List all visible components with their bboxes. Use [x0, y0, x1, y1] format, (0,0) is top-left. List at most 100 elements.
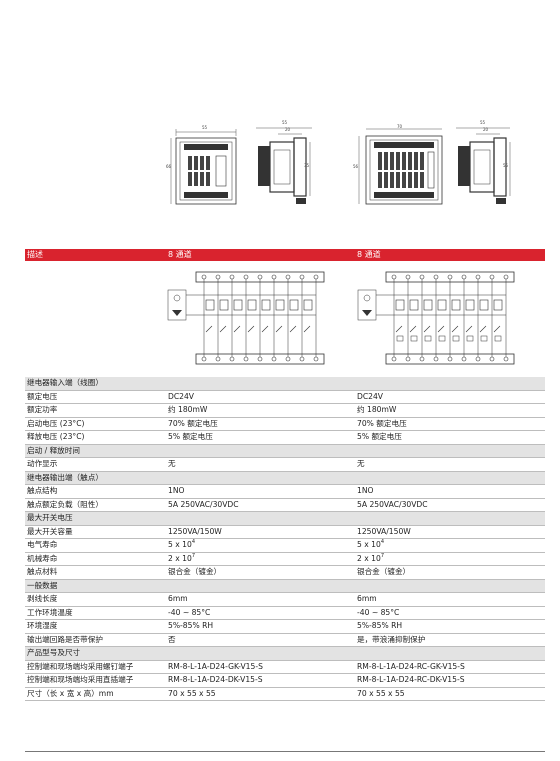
row-label: 额定功率 [27, 405, 58, 414]
wiring-diagram-b [357, 271, 515, 365]
row-label: 输出端回路是否带保护 [27, 634, 103, 644]
value-channel-a: 1NO [168, 486, 185, 495]
value-channel-b: 银合金（镀金） [357, 567, 411, 576]
left-side-view-drawing [256, 127, 312, 204]
value-channel-a: RM-8-L-1A-D24-DK-V15-S [168, 675, 263, 684]
table-row: 环境湿度 5%-85% RH 5%-85% RH [25, 620, 545, 634]
value-channel-b: RM-8-L-1A-D24-RC-GK-V15-S [357, 661, 465, 671]
row-label: 环境湿度 [27, 621, 58, 630]
left-side-width-label: 55 [282, 120, 288, 125]
value-channel-b: 是，带浪涌抑制保护 [357, 634, 426, 644]
row-label: 工作环境温度 [27, 607, 73, 617]
section-row: 产品型号及尺寸 [25, 647, 545, 661]
value-channel-b: 无 [357, 459, 365, 468]
exponent: 7 [191, 552, 196, 559]
value-channel-b: 6mm [357, 594, 377, 603]
value-channel-b: RM-8-L-1A-D24-RC-DK-V15-S [357, 675, 465, 684]
section-label: 产品型号及尺寸 [27, 648, 81, 657]
row-label: 电气寿命 [27, 540, 58, 549]
row-label: 启动电压 (23°C) [27, 418, 85, 428]
value-channel-b: 70 x 55 x 55 [357, 688, 405, 698]
row-label: 剥线长度 [27, 594, 58, 603]
right-front-width-label: 70 [397, 124, 403, 129]
row-label: 额定电压 [27, 391, 58, 401]
right-side-view-drawing [456, 127, 511, 204]
right-side-inner-label: 20 [483, 127, 489, 132]
value-channel-a: 5%-85% RH [168, 621, 214, 630]
table-row: 触点材料银合金（镀金）银合金（镀金） [25, 566, 545, 580]
row-label: 触点结构 [27, 486, 58, 495]
value-channel-a: 约 180mW [168, 405, 208, 414]
table-row: 输出端回路是否带保护 否 是，带浪涌抑制保护 [25, 634, 545, 647]
value-channel-a: 否 [168, 634, 176, 644]
value-channel-a: 银合金（镀金） [168, 567, 222, 576]
value-channel-b: 约 180mW [357, 405, 397, 414]
exponent: 4 [380, 539, 385, 545]
row-label: 动作显示 [27, 459, 58, 468]
row-label: 机械寿命 [27, 553, 58, 563]
section-label: 一般数据 [27, 580, 58, 590]
section-row: 启动 / 释放时间 [25, 444, 545, 458]
right-front-view-drawing [358, 128, 443, 205]
right-side-width-label: 55 [480, 120, 486, 125]
spec-table: 继电器输入端（线圈） 额定电压 DC24V DC24V 额定功率 约 180mW 约 180… [25, 377, 545, 701]
value-channel-b: 1NO [357, 486, 374, 495]
value-channel-b: 1250VA/150W [357, 526, 411, 536]
left-front-width-label: 55 [202, 125, 208, 130]
exponent: 7 [380, 552, 385, 559]
section-label: 继电器输入端（线圈） [27, 378, 103, 387]
right-side-height-label: 55 [503, 163, 509, 168]
section-label: 启动 / 释放时间 [27, 445, 80, 455]
value-channel-b: 5 x 104 [357, 539, 385, 549]
value-channel-a: 2 x 107 [168, 552, 196, 563]
left-front-height-label: 66 [166, 164, 172, 169]
table-row: 触点结构 1NO 1NO [25, 485, 545, 499]
row-label: 触点额定负载（阻性） [27, 499, 103, 509]
header-channel-b: 8 通道 [357, 250, 381, 259]
header-channel-a: 8 通道 [168, 250, 192, 259]
section-row: 继电器输入端（线圈） [25, 377, 545, 391]
value-channel-a: DC24V [168, 391, 195, 401]
table-row: 额定电压 DC24V DC24V [25, 391, 545, 404]
row-label: 释放电压 (23°C) [27, 432, 85, 441]
value-channel-a: 1250VA/150W [168, 526, 222, 536]
table-row: 工作环境温度 -40 ~ 85°C -40 ~ 85°C [25, 607, 545, 620]
value-channel-a: 5 x 104 [168, 539, 196, 549]
table-row: 剥线长度 6mm 6mm [25, 593, 545, 607]
row-label: 最大开关容量 [27, 526, 73, 536]
value-channel-a: 70% 额定电压 [168, 418, 218, 428]
value-channel-a: 无 [168, 459, 176, 468]
table-row: 触点额定负载（阻性） 5A 250VAC/30VDC 5A 250VAC/30VDC [25, 499, 545, 512]
section-row: 一般数据 [25, 579, 545, 593]
row-label: 控制端和现场端均采用螺钉端子 [27, 661, 134, 671]
left-side-height-label: 35 [304, 163, 310, 168]
value-channel-b: DC24V [357, 391, 384, 401]
header-description: 描述 [27, 250, 43, 259]
value-channel-b: 5A 250VAC/30VDC [357, 499, 428, 509]
value-channel-a: 5A 250VAC/30VDC [168, 499, 239, 509]
value-channel-b: 2 x 107 [357, 552, 385, 563]
footer-rule [25, 751, 545, 752]
table-row: 电气寿命 5 x 104 5 x 104 [25, 539, 545, 553]
table-row: 最大开关容量 1250VA/150W 1250VA/150W [25, 526, 545, 539]
value-channel-a: -40 ~ 85°C [168, 607, 211, 617]
value-channel-a: 5% 额定电压 [168, 432, 213, 441]
value-channel-a: 6mm [168, 594, 188, 603]
table-row: 机械寿命 2 x 107 2 x 107 [25, 552, 545, 566]
value-channel-a: 70 x 55 x 55 [168, 688, 216, 698]
section-label: 继电器输出端（触点） [27, 472, 103, 482]
table-row: 额定功率 约 180mW 约 180mW [25, 404, 545, 418]
table-header-bar: 描述 8 通道 8 通道 [25, 249, 545, 261]
section-row: 最大开关电压 [25, 512, 545, 526]
left-front-view-drawing [170, 129, 237, 205]
section-label: 最大开关电压 [27, 513, 73, 522]
right-front-height-label: 56 [353, 164, 359, 169]
value-channel-b: 5%-85% RH [357, 621, 403, 630]
left-side-inner-label: 20 [285, 127, 291, 132]
value-channel-b: -40 ~ 85°C [357, 607, 400, 617]
